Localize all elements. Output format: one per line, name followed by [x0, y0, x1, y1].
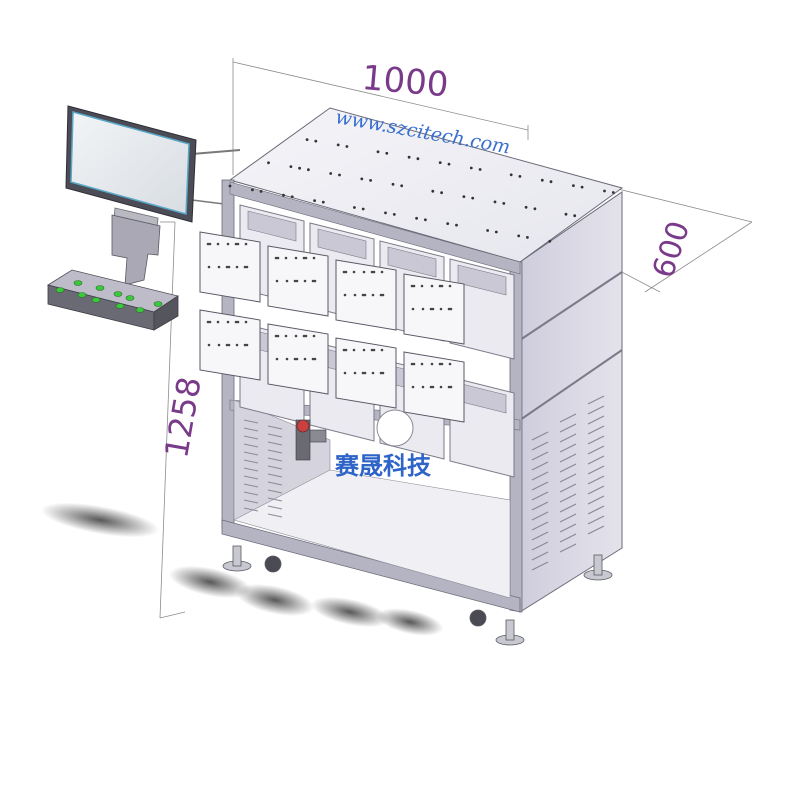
- width-dimension-label: 1000: [360, 58, 450, 105]
- fixture-plates: [199, 231, 465, 423]
- left-vents: [243, 419, 283, 518]
- right-vents: [531, 395, 605, 571]
- button-panel: [46, 269, 179, 331]
- monitor-stand: [111, 214, 161, 286]
- fixture-plate: [267, 323, 329, 395]
- fixture-plate: [403, 273, 465, 345]
- drawer: [449, 258, 515, 360]
- fixture-plate: [335, 337, 397, 409]
- monitor: [65, 105, 197, 239]
- front-port: [376, 409, 414, 447]
- valve-assembly: [295, 419, 327, 461]
- ground-shadows: [40, 502, 444, 636]
- height-dimension-label: 1258: [157, 374, 209, 461]
- feet: [222, 545, 613, 646]
- green-button-icons: [55, 280, 163, 313]
- fixture-plate: [403, 351, 465, 423]
- dimension-lines: [159, 58, 753, 619]
- brand-text: 赛晟科技: [334, 452, 432, 480]
- fixture-plate: [199, 231, 261, 303]
- fixture-plate: [267, 245, 329, 317]
- cabinet: [221, 107, 624, 613]
- top-holes: [228, 138, 615, 243]
- monitor-cable: [191, 149, 241, 155]
- fixture-plate: [335, 259, 397, 331]
- fixture-plate: [199, 309, 261, 381]
- depth-dimension-label: 600: [646, 217, 697, 282]
